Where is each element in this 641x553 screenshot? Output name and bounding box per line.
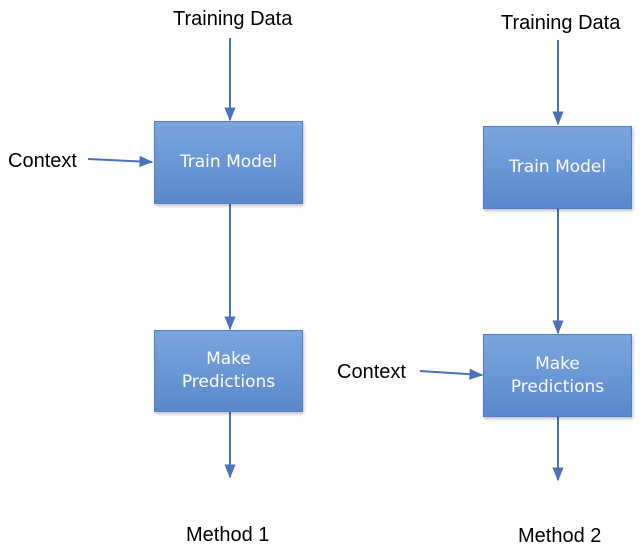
context-label-1: Context	[8, 150, 77, 172]
make-predictions-box-2: Make Predictions	[483, 334, 632, 417]
method-1-caption: Method 1	[186, 524, 270, 546]
make-predictions-box-1: Make Predictions	[154, 330, 303, 412]
arrow-context-to-predict-2	[419, 368, 484, 380]
training-data-label-2: Training Data	[501, 12, 621, 34]
method-2-caption: Method 2	[518, 525, 602, 547]
context-label-2: Context	[337, 361, 406, 383]
arrow-context-to-train-model-1	[87, 155, 154, 168]
train-model-box-1: Train Model	[154, 121, 303, 204]
training-data-label-1: Training Data	[173, 8, 293, 30]
train-model-box-2: Train Model	[483, 126, 632, 209]
